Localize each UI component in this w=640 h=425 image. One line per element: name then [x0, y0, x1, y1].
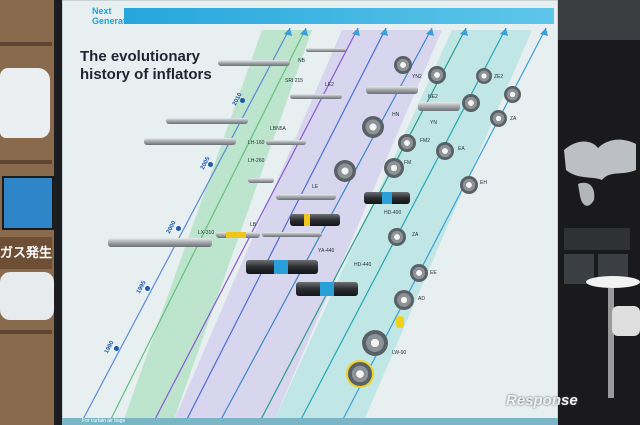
- inflator-tube: [166, 118, 248, 124]
- round-table: [586, 276, 640, 288]
- inflator-disc: [504, 86, 521, 103]
- year-dot: [176, 226, 181, 231]
- inflator-tube: [246, 260, 318, 274]
- inflator-label: LE: [312, 184, 319, 190]
- inflator-tube: [306, 48, 346, 52]
- watermark: Response: [506, 392, 578, 409]
- world-map-graphic: [564, 139, 636, 206]
- inflator-tube: [144, 138, 236, 145]
- inflator-band: [226, 232, 246, 238]
- inflator-label: ZA: [510, 116, 517, 122]
- inflator-tube: [266, 140, 306, 145]
- inflator-label: YN: [430, 120, 437, 126]
- inflator-label: YA-440: [318, 248, 335, 254]
- inflator-tube: [296, 282, 358, 296]
- panel-title: The evolutionary history of inflators: [80, 48, 212, 83]
- inflator-label: FM2: [420, 138, 430, 144]
- inflator-label: HD-400: [384, 210, 402, 216]
- inflator-disc: [428, 66, 446, 84]
- inflator-label: FM: [404, 160, 412, 166]
- inflator-band: [304, 214, 310, 226]
- inflator-disc: [394, 290, 414, 310]
- white-cloth: [0, 68, 50, 138]
- next-generation-bar: [124, 8, 554, 24]
- inflator-label: LE2: [325, 82, 334, 88]
- inflator-label: HN: [392, 112, 400, 118]
- white-cloth: [0, 272, 54, 320]
- inflator-label: ZE2: [494, 74, 504, 80]
- shelf: [0, 42, 52, 46]
- inflator-label: LW-90: [392, 350, 407, 356]
- inflator-disc: [410, 264, 428, 282]
- inflator-disc: [394, 56, 412, 74]
- inflator-tube: [262, 232, 322, 237]
- inflator-label: NE2: [428, 94, 438, 100]
- ceiling-area: [558, 0, 640, 40]
- left-monitor: [2, 176, 54, 230]
- panel-base-strip: For curtain air bags: [62, 418, 558, 425]
- info-card: [564, 228, 630, 250]
- inflator-disc: [388, 228, 406, 246]
- inflator-tube: [216, 232, 260, 238]
- inflator-label: HD-440: [354, 262, 372, 268]
- inflator-tube: [108, 238, 212, 247]
- panel-frame: [54, 0, 62, 425]
- year-dot: [114, 346, 119, 351]
- inflator-tube: [276, 194, 336, 200]
- inflator-disc: [334, 160, 356, 182]
- inflator-tube: [290, 214, 340, 226]
- inflator-label: LH-260: [248, 158, 265, 164]
- inflator-disc: [362, 116, 384, 138]
- inflator-label: LBN5A: [270, 126, 286, 132]
- inflator-disc: [348, 362, 372, 386]
- bottom-note: For curtain air bags: [82, 418, 126, 424]
- inflator-label: LB: [250, 222, 257, 228]
- yellow-connector: [396, 316, 404, 328]
- inflator-label: ZA: [412, 232, 419, 238]
- year-dot: [145, 286, 150, 291]
- shelf: [0, 160, 52, 164]
- inflator-tube: [218, 60, 290, 66]
- inflator-disc: [476, 68, 492, 84]
- inflator-label: EA: [458, 146, 465, 152]
- inflator-label: SRI 215: [285, 78, 304, 84]
- year-dot: [208, 162, 213, 167]
- inflator-label: EE: [430, 270, 437, 276]
- right-booth-wall: [558, 40, 640, 425]
- inflator-label: LH-160: [248, 140, 265, 146]
- inflator-band: [274, 260, 288, 274]
- inflator-disc: [398, 134, 416, 152]
- inflator-tube: [248, 178, 274, 183]
- chair: [612, 306, 640, 336]
- inflator-tube: [418, 102, 460, 111]
- inflator-disc: [362, 330, 388, 356]
- left-booth-sign: ガス発生器: [0, 237, 52, 292]
- inflator-label: NB: [298, 58, 305, 64]
- year-dot: [240, 98, 245, 103]
- inflator-disc: [460, 176, 478, 194]
- table-leg: [608, 288, 614, 398]
- inflator-tube: [290, 94, 342, 99]
- next-generation-label: Next Generation: [92, 6, 140, 26]
- inflator-disc: [384, 158, 404, 178]
- inflator-label: YN2: [412, 74, 422, 80]
- inflator-label: AD: [418, 296, 425, 302]
- inflator-tube: [364, 192, 410, 204]
- inflator-disc: [462, 94, 480, 112]
- inflator-band: [382, 192, 392, 204]
- shelf: [0, 330, 52, 334]
- inflator-disc: [490, 110, 507, 127]
- inflator-label: LX-310: [198, 230, 215, 236]
- inflator-disc: [436, 142, 454, 160]
- inflator-tube: [366, 86, 418, 94]
- inflator-label: EH: [480, 180, 487, 186]
- inflator-band: [320, 282, 334, 296]
